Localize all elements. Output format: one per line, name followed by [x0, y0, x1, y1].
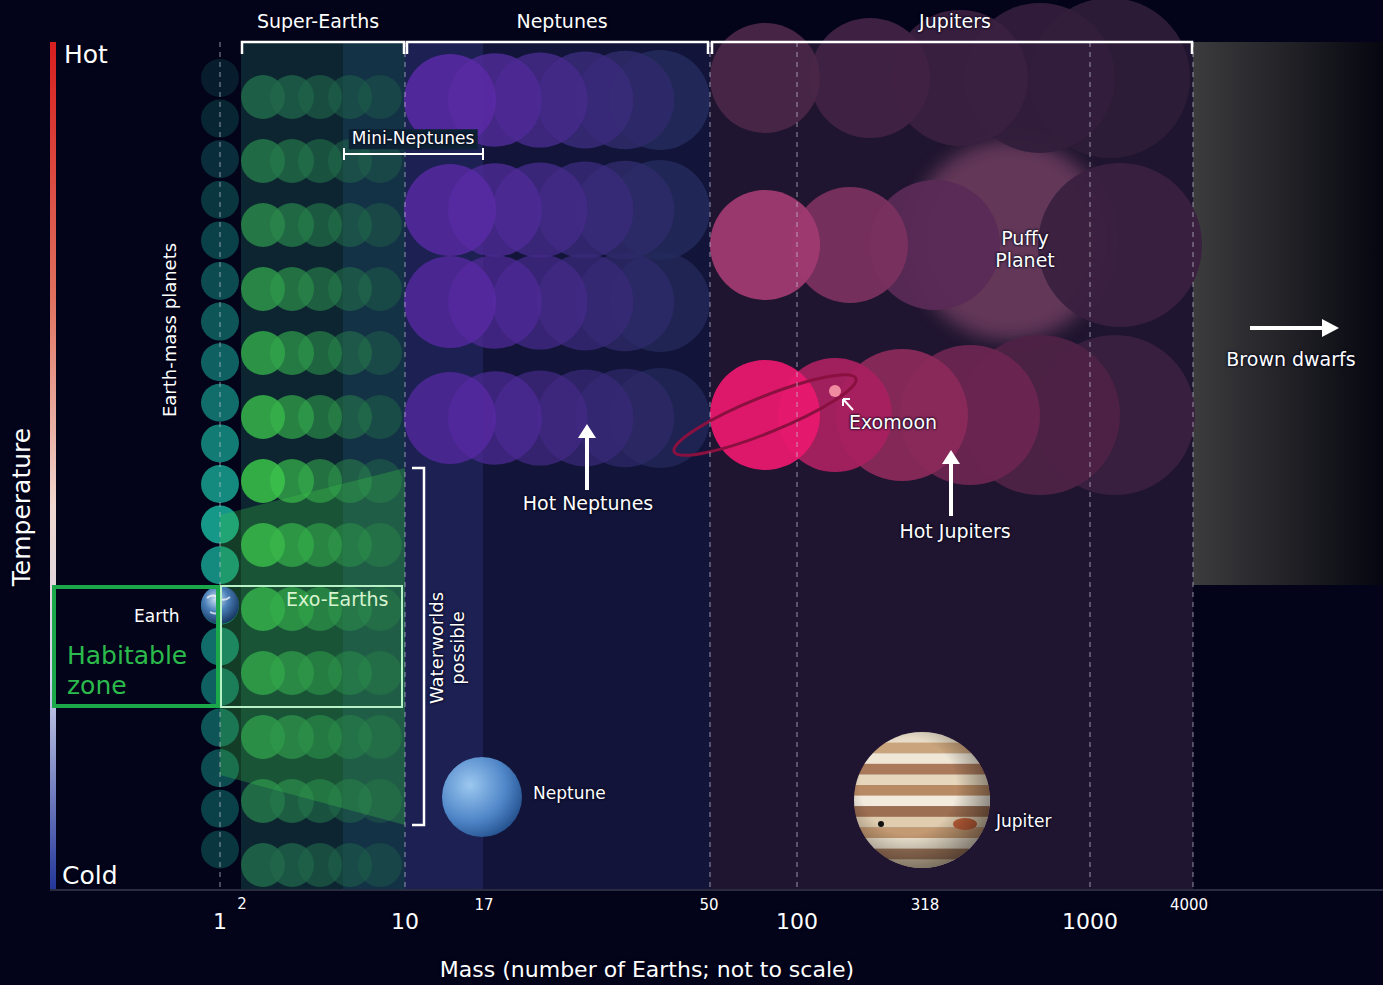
node-text: Exo-Earths — [286, 588, 388, 611]
mass-gridline — [220, 42, 221, 890]
jupiter-shade — [854, 732, 990, 868]
category-label: Mini-Neptunes — [349, 129, 478, 149]
axis-title: Mass (number of Earths; not to scale) — [440, 957, 854, 982]
hot-neptune-arrow-head — [578, 424, 596, 438]
planet-label: Neptune — [533, 784, 606, 804]
jupiter-planet — [710, 190, 820, 300]
super-earth-planet — [241, 459, 285, 503]
super-earth-planet — [241, 395, 285, 439]
mass-gridline — [797, 42, 798, 890]
planet-label: Jupiter — [996, 812, 1051, 832]
super-earth-planet — [241, 331, 285, 375]
exomoon-orbit — [667, 362, 862, 469]
category-label: Brown dwarfs — [1226, 349, 1355, 371]
exo-earth-box: Exo-Earths — [220, 585, 403, 708]
column-label: Earth-mass planets — [160, 243, 181, 417]
waterworld-bracket — [412, 468, 424, 825]
tick-label: 2 — [237, 896, 247, 913]
mass-gridline — [1193, 42, 1194, 890]
habitable-zone-box: EarthHabitable zone — [52, 585, 220, 708]
tick-label: 1 — [213, 909, 227, 934]
note-label: Waterworlds possible — [427, 583, 468, 713]
hot-jupiter-arrow — [949, 460, 953, 516]
tick-label: 10 — [391, 909, 419, 934]
mass-axis — [50, 889, 1383, 891]
neptune-planet — [404, 164, 496, 256]
hot-neptune-arrow — [585, 434, 589, 490]
planet-label: Exomoon — [849, 412, 937, 434]
category-label: Super-Earths — [257, 11, 379, 33]
neptune-bracket — [407, 42, 708, 54]
callout-label: Hot Neptunes — [523, 493, 654, 515]
exomoon-leader — [843, 399, 853, 410]
category-label: Neptunes — [516, 11, 607, 33]
jupiter-planet — [1038, 163, 1202, 327]
tick-label: 4000 — [1170, 897, 1208, 914]
jupiter-planet — [710, 360, 820, 470]
super-earth-planet — [241, 139, 285, 183]
node-text: Habitable zone — [67, 641, 187, 701]
neptune-planet-image — [442, 757, 522, 837]
planet-label: Puffy Planet — [980, 228, 1070, 272]
neptune-planet — [404, 372, 496, 464]
neptune-circles — [404, 50, 710, 468]
temperature-bar — [50, 42, 56, 890]
axis-title: Temperature — [8, 428, 37, 586]
jupiter-moon-shadow — [878, 821, 884, 827]
super-earth-planet — [241, 267, 285, 311]
tick-label: 17 — [474, 897, 493, 914]
neptune-band — [405, 42, 710, 890]
habitable-wedge — [220, 468, 405, 825]
super-earth-bracket — [242, 42, 404, 54]
tick-label: 100 — [776, 909, 818, 934]
super-earth-planet — [241, 843, 285, 887]
tick-label: 318 — [911, 897, 940, 914]
brown-dwarf-band — [1193, 42, 1383, 585]
jupiter-planet-image — [850, 732, 996, 870]
jupiter-bracket — [712, 42, 1192, 54]
callout-label: Hot Jupiters — [899, 521, 1010, 543]
super-earth-planet — [241, 203, 285, 247]
tick-label: 1000 — [1062, 909, 1118, 934]
jupiter-planet — [710, 23, 820, 133]
neptune-planet — [404, 256, 496, 348]
exomoon — [829, 385, 841, 397]
hot-label: Hot — [64, 41, 108, 70]
mini-neptune-bracket — [344, 148, 483, 160]
cold-label: Cold — [62, 862, 118, 891]
tick-label: 50 — [699, 897, 718, 914]
mass-gridline — [1090, 42, 1091, 890]
category-label: Jupiters — [919, 11, 991, 33]
jupiter-planet — [810, 18, 930, 138]
hot-jupiter-arrow-head — [942, 450, 960, 464]
brown-dwarf-arrow-head — [1322, 319, 1339, 337]
mass-gridline — [405, 42, 406, 890]
jupiter-circles — [710, 0, 1202, 495]
mass-gridline — [710, 42, 711, 890]
node-text: Earth — [134, 606, 180, 626]
brown-dwarf-arrow — [1250, 326, 1326, 330]
super-earth-planet — [241, 75, 285, 119]
